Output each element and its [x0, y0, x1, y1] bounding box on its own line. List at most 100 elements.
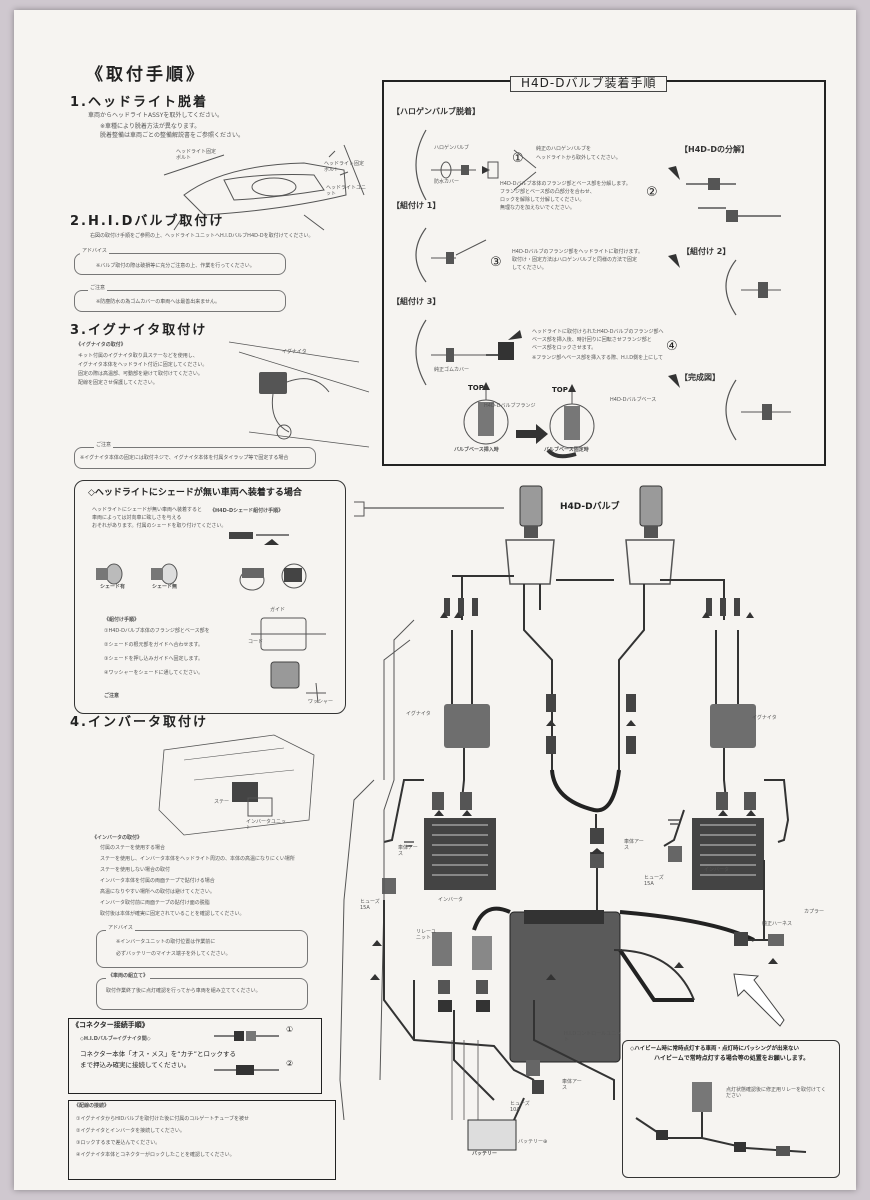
- shade-with-label: シェード有: [100, 584, 126, 590]
- connector-num-1: ①: [286, 1025, 294, 1034]
- step1-note2: 脱着整備は車両ごとの整備解説書をご参照ください。: [100, 132, 244, 139]
- ground-right-label: 車体アース: [624, 839, 644, 851]
- step4-text-1: ヘッドライトに取付けられたH4D-Dバルブのフランジ部へ: [532, 329, 664, 335]
- step4-line-5: インバータ取付前に両面テープの貼付け面の脱脂: [100, 900, 210, 906]
- shade-step2: ②シェードの根元部をガイドへ合わせます。: [104, 642, 203, 648]
- step-num-4: ④: [666, 339, 678, 354]
- tag-complete: 【完成図】: [680, 373, 720, 382]
- wiring-title: 《配線の接続》: [74, 1103, 110, 1109]
- step2-text-4: 無理な力を加えないでください。: [500, 205, 575, 211]
- advice-tag: アドバイス: [80, 248, 109, 255]
- step4-line-2: ステーを使用しない場合の取付: [100, 867, 171, 873]
- tag-disassembly: 【H4D-Dの分解】: [680, 145, 750, 154]
- shade-body2: 車両によっては対向車に眩しさを与える: [92, 515, 182, 521]
- shade-sub: 《H4D-Dシェード組付け手順》: [210, 508, 284, 514]
- advice-text: ※バルブ取付の際は破損等に充分ご注意の上、作業を行ってください。: [96, 263, 255, 269]
- caution-box-2: [74, 447, 316, 469]
- ignitor-label: イグナイタ: [282, 349, 307, 355]
- control-unit-label: H.I.Dコントロールユニット: [564, 1031, 622, 1043]
- tag-halogen: 【ハロゲンバルブ脱着】: [392, 107, 480, 116]
- fuse-right-label: ヒューズ15A: [644, 875, 664, 887]
- step2-text-1: H4D-Dバルブ本体のフランジ部とベース部を分解します。: [500, 181, 631, 187]
- washer-label: ワッシャー: [308, 699, 334, 705]
- step3-body1: キット付属のイグナイタ取り具ステーなどを使用し、: [78, 353, 198, 359]
- inverter-advice-box: [96, 930, 308, 968]
- step4-sub: 《インバータの取付》: [92, 835, 143, 841]
- step3-body2: イグナイタ本体をヘッドライト付近に固定してください。: [78, 362, 208, 368]
- halogen-label: ハロゲンバルブ: [434, 145, 470, 151]
- top-label-1: TOP: [468, 384, 484, 392]
- caption-fix: バルブベース固定時: [544, 447, 589, 453]
- cover-label: 防水カバー: [434, 179, 460, 185]
- step-num-1: ①: [512, 151, 524, 166]
- shade-step4: ④ワッシャーをシェードに通してください。: [104, 670, 204, 676]
- inverter-right-label: インバータ: [704, 867, 730, 873]
- connector-box: [68, 1018, 322, 1094]
- caution-box: [74, 290, 286, 312]
- step-num-3: ③: [490, 255, 502, 270]
- connector-body1: コネクター本体「オス・メス」を“カチ”とロックする: [80, 1050, 236, 1058]
- wiring-line-1: ②イグナイタとインバータを接続してください。: [76, 1128, 185, 1134]
- headlight-removal-drawing: [163, 144, 365, 231]
- tag-assy2: 【組付け 2】: [682, 247, 731, 256]
- step4-line-3: インバータ本体を付属の両面テープで貼付ける場合: [100, 878, 215, 884]
- step4-line-1: ステーを使用し、インバータ本体をヘッドライト周辺の、本体の高温になりにくい場所: [100, 856, 295, 862]
- step-num-2: ②: [646, 185, 658, 200]
- step3-text-2: 取付け・固定方法はハロゲンバルブと同様の方法で固定: [512, 257, 638, 263]
- ignitor-left-label: イグナイタ: [406, 711, 431, 717]
- ignitor-right-label: イグナイタ: [752, 715, 777, 721]
- top-label-2: TOP: [552, 386, 568, 394]
- wiring-diagram: [339, 485, 790, 1151]
- cover-label-2: 純正ゴムカバー: [434, 367, 470, 373]
- final-box: [96, 978, 308, 1010]
- caution-tag-2: ご注意: [94, 442, 114, 449]
- tag-assy1: 【組付け 1】: [392, 201, 441, 210]
- flange-label: H4D-Dバルブフランジ: [484, 403, 536, 409]
- stay-label: ステー: [214, 799, 230, 805]
- wiring-line-0: ①イグナイタからHIDバルブを取付けた後に付属のコルゲートチューブを被せ: [76, 1116, 249, 1122]
- inverter-left-label: インバータ: [438, 897, 464, 903]
- inverter-install-drawing: [158, 734, 315, 836]
- hibeam-drawing: [635, 1082, 807, 1156]
- step1-body: 車両からヘッドライトASSYを取外してください。: [88, 112, 224, 119]
- step3-body3: 固定の際は高温部、可動部を避けて取付けてください。: [78, 371, 203, 377]
- wiring-line-2: ③ロックするまで差込んでください。: [76, 1140, 161, 1146]
- hibeam-box: [622, 1040, 840, 1178]
- connector-sub: ◇H.I.Dバルブ⇔イグナイタ間◇: [80, 1036, 151, 1042]
- shade-install-box: [74, 480, 346, 714]
- step1-text-2: ヘッドライトから取外してください。: [536, 155, 621, 161]
- bulb-panel-title: H4D-Dバルブ装着手順: [510, 76, 668, 92]
- bulb-title: H4D-Dバルブ: [560, 502, 620, 512]
- ground-bottom-label: 車体アース: [562, 1079, 582, 1091]
- guide-label: ガイド: [270, 607, 286, 613]
- wiring-line-3: ④イグナイタ本体とコネクターがロックしたことを確認してください。: [76, 1152, 235, 1158]
- shade-caution: ご注意: [104, 693, 120, 699]
- step2-text-2: フランジ部とベース部の凸部分を合わせ、: [500, 189, 595, 195]
- relay-label: リレーユニット: [416, 929, 437, 941]
- harness-label: 純正ハーネス: [762, 921, 793, 927]
- step3-text-3: してください。: [512, 265, 547, 271]
- connect-label: 接続: [592, 857, 603, 863]
- coupler-label: カプラー: [804, 909, 825, 915]
- shade-detail-drawing: [251, 617, 326, 704]
- fuse-bottom-label: ヒューズ10A: [510, 1101, 530, 1113]
- base-label: H4D-Dバルブベース: [610, 397, 657, 403]
- step3-text-1: H4D-Dバルブのフランジ部をヘッドライトに取付けます。: [512, 249, 643, 255]
- ignitor-install-drawing: [228, 341, 370, 448]
- wiring-connection-box: [68, 1100, 336, 1180]
- caution-text-2: ※イグナイタ本体の固定には取付ネジで、イグナイタ本体を付属タイラップ等で固定する…: [80, 455, 289, 461]
- connector-title: 《コネクター接続手順》: [72, 1021, 149, 1029]
- fuse-left-label: ヒューズ15A: [360, 899, 380, 911]
- step4-text-2: ベース部を挿入後、時計回りに回転させフランジ部と: [532, 337, 652, 343]
- shade-body3: おそれがあります。付属のシェードを取り付けてください。: [92, 523, 227, 529]
- shade-steps-title: 《組付け手順》: [104, 617, 140, 623]
- step3-body4: 配線を固定させ保護してください。: [78, 380, 158, 386]
- step4-text-3: ベース部をロックさせます。: [532, 345, 597, 351]
- cord-label: コード: [248, 639, 264, 645]
- final-tag: 《車両の組立て》: [106, 973, 151, 980]
- connector-body2: まで押込み確実に接続してください。: [80, 1061, 191, 1069]
- shade-step1: ①H4D-Dバルブ本体のフランジ部とベース部を: [104, 628, 210, 634]
- step3-sub: 《イグナイタの取付》: [76, 342, 126, 348]
- step4-line-6: 取付後は本体が確実に固定されていることを確認してください。: [100, 911, 245, 917]
- advice-box: [74, 253, 286, 275]
